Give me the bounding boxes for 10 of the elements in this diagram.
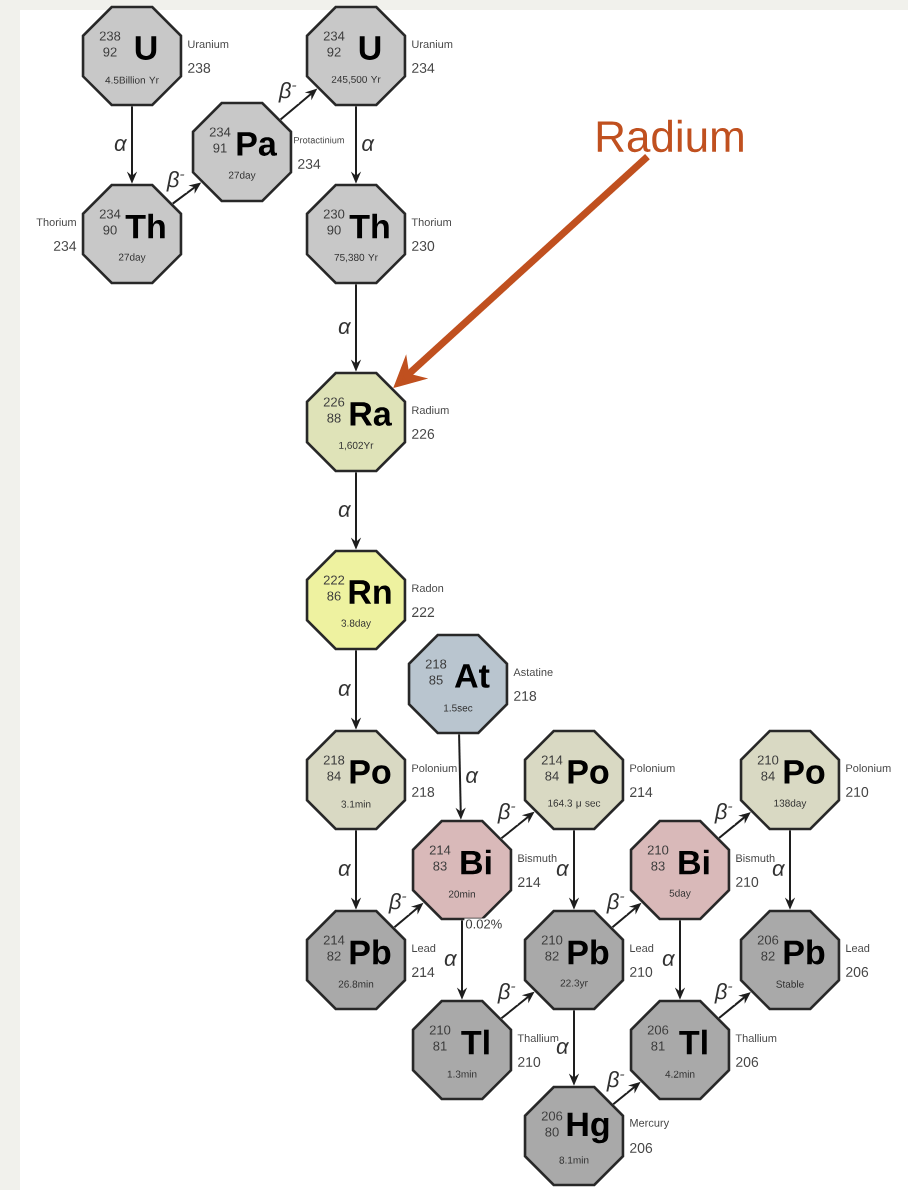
callout-text: Radium xyxy=(597,119,743,153)
edge-label: β$^{-}$ xyxy=(713,802,735,825)
edge-label: β$^{-}$ xyxy=(605,1070,627,1093)
edge-label: β$^{-}$ xyxy=(387,892,409,915)
edge-label: β$^{-}$ xyxy=(496,802,518,825)
edge-label: β$^{-}$ xyxy=(496,982,518,1005)
edge-label: β$^{-}$ xyxy=(277,81,299,104)
edge-label: β$^{-}$ xyxy=(605,892,627,915)
edge-label: β$^{-}$ xyxy=(713,982,735,1005)
edge-label: β$^{-}$ xyxy=(165,170,187,193)
